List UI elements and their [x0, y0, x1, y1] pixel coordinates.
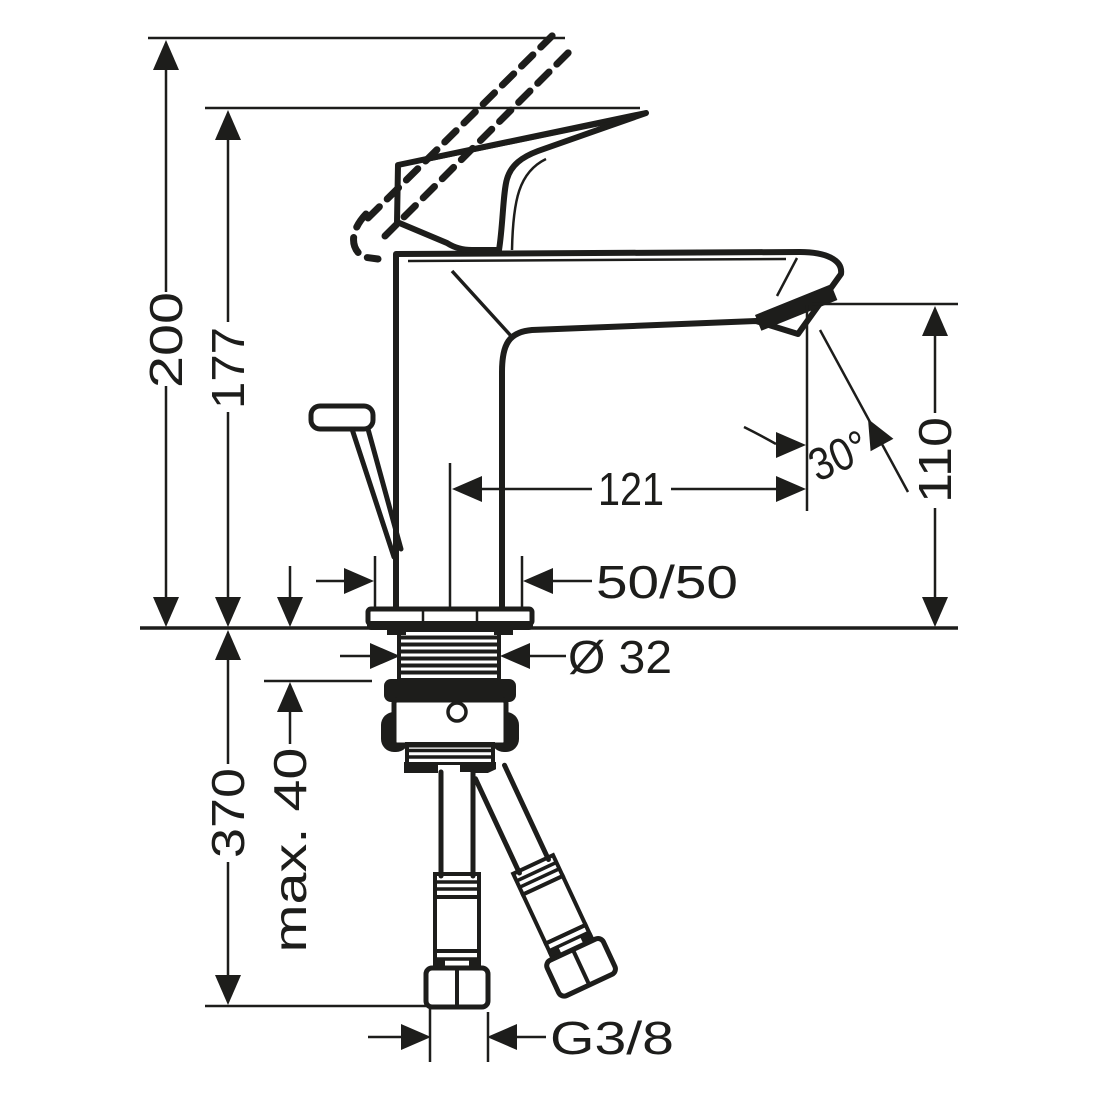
- base-escutcheon: [365, 606, 535, 635]
- faucet-handle: [394, 110, 649, 253]
- dimension-spray-angle-30: 30°: [743, 329, 910, 493]
- supply-hose-vertical: [423, 769, 491, 1010]
- mounting-nut: [381, 679, 519, 775]
- dimension-spout-reach-121: 121: [448, 305, 809, 611]
- faucet-body: [393, 249, 845, 615]
- dimension-label-110: 110: [909, 417, 961, 503]
- dimension-label-177: 177: [202, 327, 254, 409]
- dimension-handle-height-177: 177: [202, 106, 640, 627]
- dimension-shank-diameter-32: Ø 32: [340, 631, 672, 683]
- dimension-base-offset-50-50: 50/50: [316, 556, 738, 611]
- pop-up-rod: [308, 403, 404, 560]
- threaded-shank: [397, 628, 501, 682]
- dimension-label-diameter-32: Ø 32: [568, 631, 672, 683]
- dimension-hose-clearance-370: 370: [202, 630, 431, 1008]
- aerator: [754, 284, 838, 331]
- dimension-overall-height-200: 200: [140, 36, 565, 627]
- dimension-label-30deg: 30°: [801, 419, 877, 491]
- dimension-spout-height-110: 110: [812, 302, 961, 627]
- dimension-label-g38: G3/8: [550, 1012, 674, 1064]
- handle-raised-dashed: [350, 28, 574, 263]
- dimension-label-50-50: 50/50: [596, 556, 738, 608]
- dimension-max-deck-thickness-40: max. 40: [264, 566, 372, 953]
- dimension-label-200: 200: [140, 292, 192, 388]
- dimension-connection-thread-g38: G3/8: [368, 1007, 674, 1064]
- dimension-label-max-40: max. 40: [264, 748, 316, 953]
- dimension-label-370: 370: [202, 768, 254, 858]
- supply-hose-angled: [472, 762, 618, 999]
- dimension-label-121: 121: [598, 463, 664, 515]
